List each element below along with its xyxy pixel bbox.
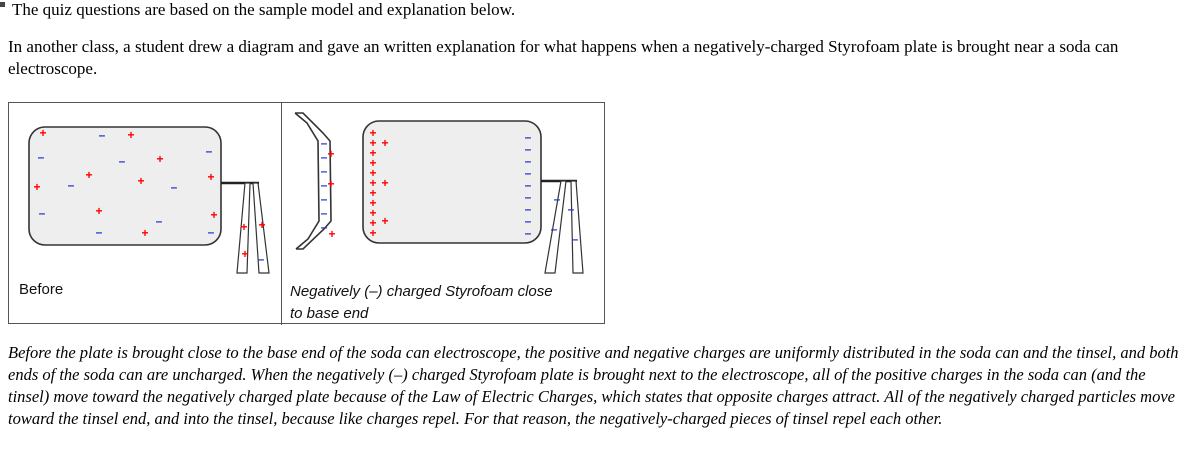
charge-minus-after-36: – <box>572 232 579 246</box>
charge-plus-before-7: + <box>85 168 92 182</box>
charge-minus-before-17: – <box>96 225 103 239</box>
charge-minus-before-13: – <box>39 206 46 220</box>
charge-plus-after-12: + <box>369 146 376 160</box>
charge-plus-after-8: + <box>327 177 334 191</box>
charge-plus-after-7: + <box>327 147 334 161</box>
charges-before: +–+––+–++–+–+–+–+–+–+++– <box>33 126 265 266</box>
charge-plus-after-9: + <box>328 227 335 241</box>
prompt-paragraph: In another class, a student drew a diagr… <box>8 37 1119 78</box>
charge-minus-before-15: – <box>156 214 163 228</box>
charge-minus-before-19: – <box>208 225 215 239</box>
charge-plus-before-22: + <box>241 247 248 261</box>
charge-plus-before-20: + <box>240 220 247 234</box>
list-bullet <box>0 2 5 7</box>
charges-after: –––––––+++++++++++++++++––––––––––––– <box>321 126 579 246</box>
charge-plus-after-10: + <box>369 126 376 140</box>
charge-minus-after-1: – <box>321 150 328 164</box>
caption-after-line2: to base end <box>290 305 369 322</box>
charge-plus-after-15: + <box>369 176 376 190</box>
electroscope-diagram: +–+––+–++–+–+–+–+–+–+++– –––––––++++++++… <box>8 102 605 325</box>
charge-minus-before-4: – <box>119 154 126 168</box>
tinsel-after <box>544 180 584 274</box>
charge-plus-before-18: + <box>141 226 148 240</box>
charge-minus-after-0: – <box>321 136 328 150</box>
charge-minus-after-25: – <box>525 142 532 156</box>
charge-plus-after-23: + <box>381 214 388 228</box>
charge-plus-after-16: + <box>369 186 376 200</box>
soda-can-after <box>362 120 542 244</box>
soda-can-before <box>28 126 222 246</box>
charge-minus-before-6: – <box>206 144 213 158</box>
charge-plus-before-5: + <box>156 152 163 166</box>
charge-plus-after-11: + <box>369 136 376 150</box>
charge-minus-before-9: – <box>68 178 75 192</box>
charge-plus-after-19: + <box>369 216 376 230</box>
charge-plus-after-14: + <box>369 166 376 180</box>
charge-plus-after-22: + <box>381 176 388 190</box>
charge-plus-before-10: + <box>33 180 40 194</box>
charge-minus-after-2: – <box>321 164 328 178</box>
charge-minus-after-6: – <box>321 220 328 234</box>
charge-minus-after-31: – <box>525 214 532 228</box>
charge-plus-before-2: + <box>127 128 134 142</box>
charge-plus-after-18: + <box>369 206 376 220</box>
charge-minus-before-3: – <box>38 150 45 164</box>
caption-after-line1: Negatively (–) charged Styrofoam close <box>290 283 553 300</box>
charge-minus-after-33: – <box>554 192 561 206</box>
diagram-drawing: +–+––+–++–+–+–+–+–+–+++– –––––––++++++++… <box>28 112 584 274</box>
explanation-paragraph: Before the plate is brought close to the… <box>8 343 1179 428</box>
charge-plus-before-8: + <box>137 174 144 188</box>
charge-minus-after-34: – <box>568 202 575 216</box>
charge-plus-before-21: + <box>258 218 265 232</box>
charge-minus-before-1: – <box>99 128 106 142</box>
intro-text: The quiz questions are based on the samp… <box>12 0 516 19</box>
charge-minus-after-35: – <box>551 222 558 236</box>
charge-plus-before-0: + <box>39 126 46 140</box>
caption-before: Before <box>19 281 64 298</box>
styrofoam-plate <box>294 112 320 250</box>
charge-plus-before-14: + <box>95 204 102 218</box>
charge-minus-after-24: – <box>525 130 532 144</box>
charge-plus-after-20: + <box>369 226 376 240</box>
charge-minus-before-23: – <box>258 252 265 266</box>
charge-minus-after-28: – <box>525 178 532 192</box>
charge-minus-before-11: – <box>171 180 178 194</box>
charge-minus-after-32: – <box>525 226 532 240</box>
charge-minus-after-4: – <box>321 192 328 206</box>
charge-minus-after-26: – <box>525 154 532 168</box>
tinsel-before <box>236 182 270 274</box>
charge-minus-after-3: – <box>321 178 328 192</box>
panel-divider <box>281 103 282 325</box>
charge-minus-after-27: – <box>525 166 532 180</box>
charge-plus-after-21: + <box>381 136 388 150</box>
charge-minus-after-29: – <box>525 190 532 204</box>
caption-after: Negatively (–) charged Styrofoam close t… <box>290 281 610 325</box>
charge-plus-after-17: + <box>369 196 376 210</box>
charge-minus-after-5: – <box>321 206 328 220</box>
charge-plus-before-16: + <box>210 208 217 222</box>
charge-minus-after-30: – <box>525 202 532 216</box>
charge-plus-after-13: + <box>369 156 376 170</box>
charge-plus-before-12: + <box>207 170 214 184</box>
